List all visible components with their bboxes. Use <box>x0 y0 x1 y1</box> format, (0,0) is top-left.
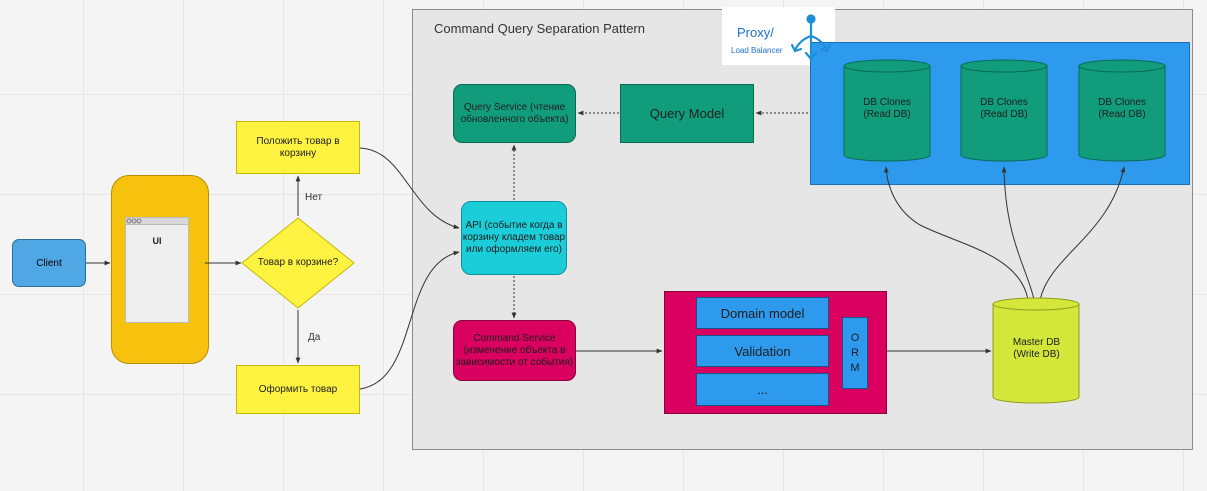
decision-no-label: Нет <box>305 192 323 203</box>
master-db-cylinder[interactable] <box>992 297 1080 404</box>
query-service-node[interactable]: Query Service (чтение обновленного объек… <box>453 84 576 143</box>
master-db-title: Master DB <box>1012 337 1061 348</box>
ui-dot <box>131 218 137 224</box>
domain-model-node[interactable]: Domain model <box>696 297 829 329</box>
edge-master-clone-1 <box>883 166 1029 301</box>
decision-diamond[interactable] <box>241 217 355 309</box>
proxy-title: Proxy/ <box>737 25 774 40</box>
query-model-node[interactable]: Query Model <box>620 84 754 143</box>
edge-master-clone-3 <box>1039 166 1126 301</box>
db-clone-label: DB Clones (Read DB) <box>1079 97 1165 121</box>
orm-letter: M <box>850 361 860 374</box>
db-clone-cylinder[interactable] <box>1078 59 1166 162</box>
load-balancer-icon <box>790 14 832 61</box>
ui-label: UI <box>152 236 162 246</box>
decision-label: Товар в корзине? <box>257 257 339 268</box>
client-node[interactable]: Client <box>12 239 86 287</box>
db-clone-cylinder[interactable] <box>843 59 931 162</box>
master-db-subtitle: (Write DB) <box>1013 349 1060 360</box>
ui-dot <box>136 218 142 224</box>
api-node[interactable]: API (событие когда в корзину кладем това… <box>461 201 567 275</box>
edge-put-api <box>359 147 460 229</box>
ui-dot <box>126 218 132 224</box>
edge-checkout-api <box>359 250 460 390</box>
db-clone-subtitle: (Read DB) <box>980 109 1028 120</box>
db-clone-title: DB Clones <box>863 97 911 108</box>
db-clone-title: DB Clones <box>980 97 1028 108</box>
db-clone-label: DB Clones (Read DB) <box>961 97 1047 121</box>
proxy-subtitle: Load Balancer <box>731 46 783 55</box>
orm-letter: O <box>850 331 860 344</box>
db-clone-subtitle: (Read DB) <box>863 109 911 120</box>
db-clone-title: DB Clones <box>1098 97 1146 108</box>
master-db-label: Master DB (Write DB) <box>994 337 1079 361</box>
ui-window-titlebar <box>125 217 189 225</box>
edge-master-clone-2 <box>1001 166 1035 301</box>
orm-letter: R <box>851 346 859 359</box>
db-clone-cylinder[interactable] <box>960 59 1048 162</box>
decision-yes-label: Да <box>308 332 321 343</box>
frame-title: Command Query Separation Pattern <box>434 21 645 36</box>
db-clone-label: DB Clones (Read DB) <box>844 97 930 121</box>
etc-node[interactable]: ... <box>696 373 829 406</box>
ui-window <box>125 217 189 323</box>
put-in-cart-node[interactable]: Положить товар в корзину <box>236 121 360 174</box>
checkout-node[interactable]: Оформить товар <box>236 365 360 414</box>
validation-node[interactable]: Validation <box>696 335 829 367</box>
command-service-node[interactable]: Command Service (изменение объекта в зав… <box>453 320 576 381</box>
db-clone-subtitle: (Read DB) <box>1098 109 1146 120</box>
